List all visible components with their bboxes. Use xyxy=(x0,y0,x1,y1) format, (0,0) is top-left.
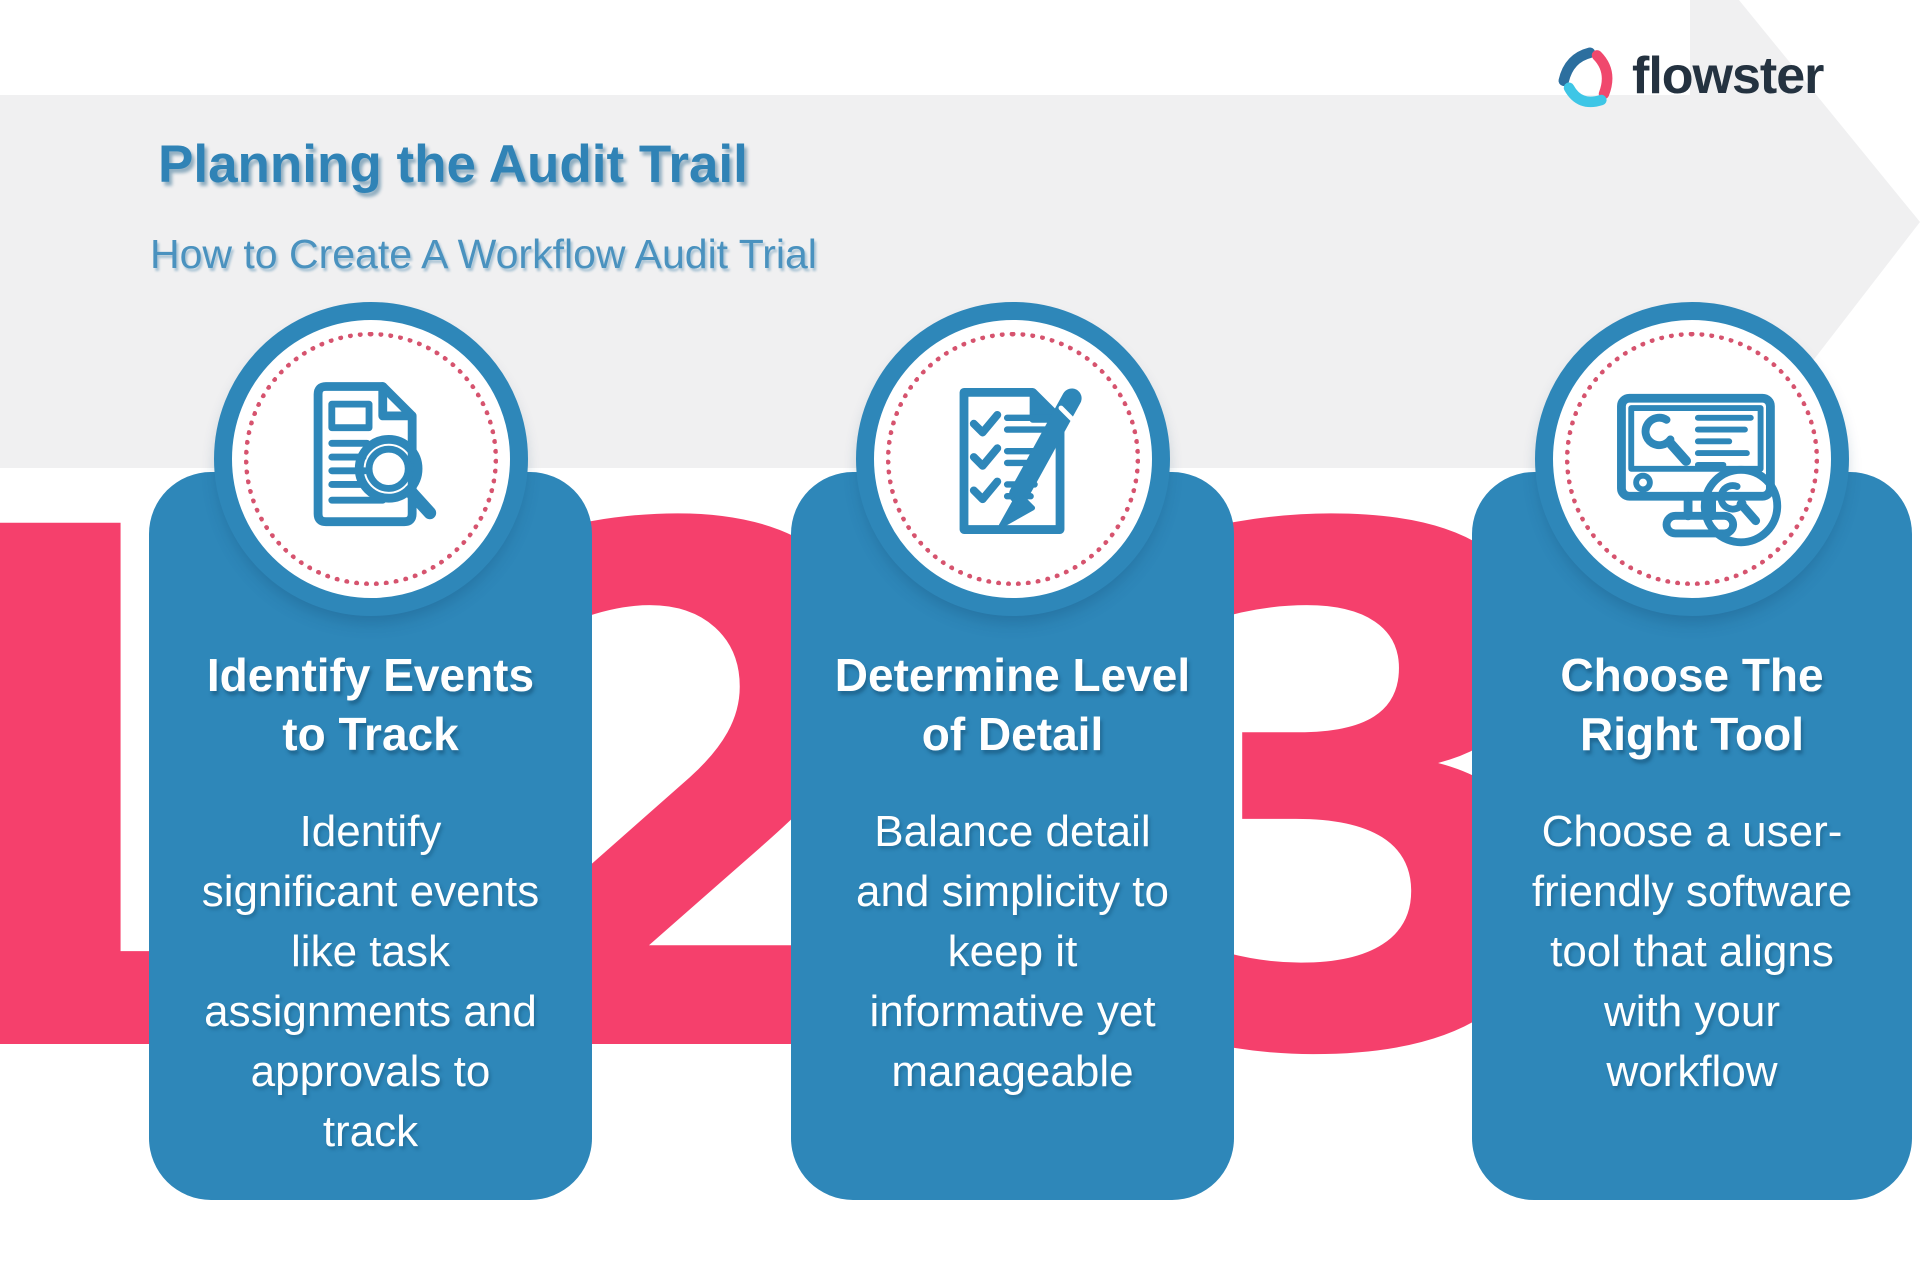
step-2-heading: Determine Level of Detail xyxy=(834,649,1191,760)
step-2-description: Balance detail and simplicity to keep it… xyxy=(855,807,1169,1096)
brand-logo: flowster xyxy=(1548,44,1824,114)
step-2-icon-circle xyxy=(856,302,1170,616)
flowster-triangle-icon xyxy=(1558,47,1613,108)
checklist-pen-icon xyxy=(959,387,1082,534)
brand-name: flowster xyxy=(1632,47,1824,105)
document-magnifier-icon xyxy=(313,382,437,527)
step-1-icon-circle xyxy=(214,302,528,616)
step-3-heading: Choose The Right Tool xyxy=(1560,649,1824,760)
step-3-icon-circle xyxy=(1535,302,1849,616)
dotted-ring xyxy=(1565,332,1819,586)
step-1-heading: Identify Events to Track xyxy=(206,649,535,760)
step-1-description: Identify significant events like task as… xyxy=(201,807,540,1156)
monitor-wrench-icon xyxy=(1617,393,1782,547)
dotted-ring xyxy=(886,332,1140,586)
dotted-ring xyxy=(244,332,498,586)
page-title: Planning the Audit Trail xyxy=(158,135,748,194)
step-3-description: Choose a user- friendly software tool th… xyxy=(1531,807,1853,1096)
page-subtitle: How to Create A Workflow Audit Trial xyxy=(150,231,817,277)
